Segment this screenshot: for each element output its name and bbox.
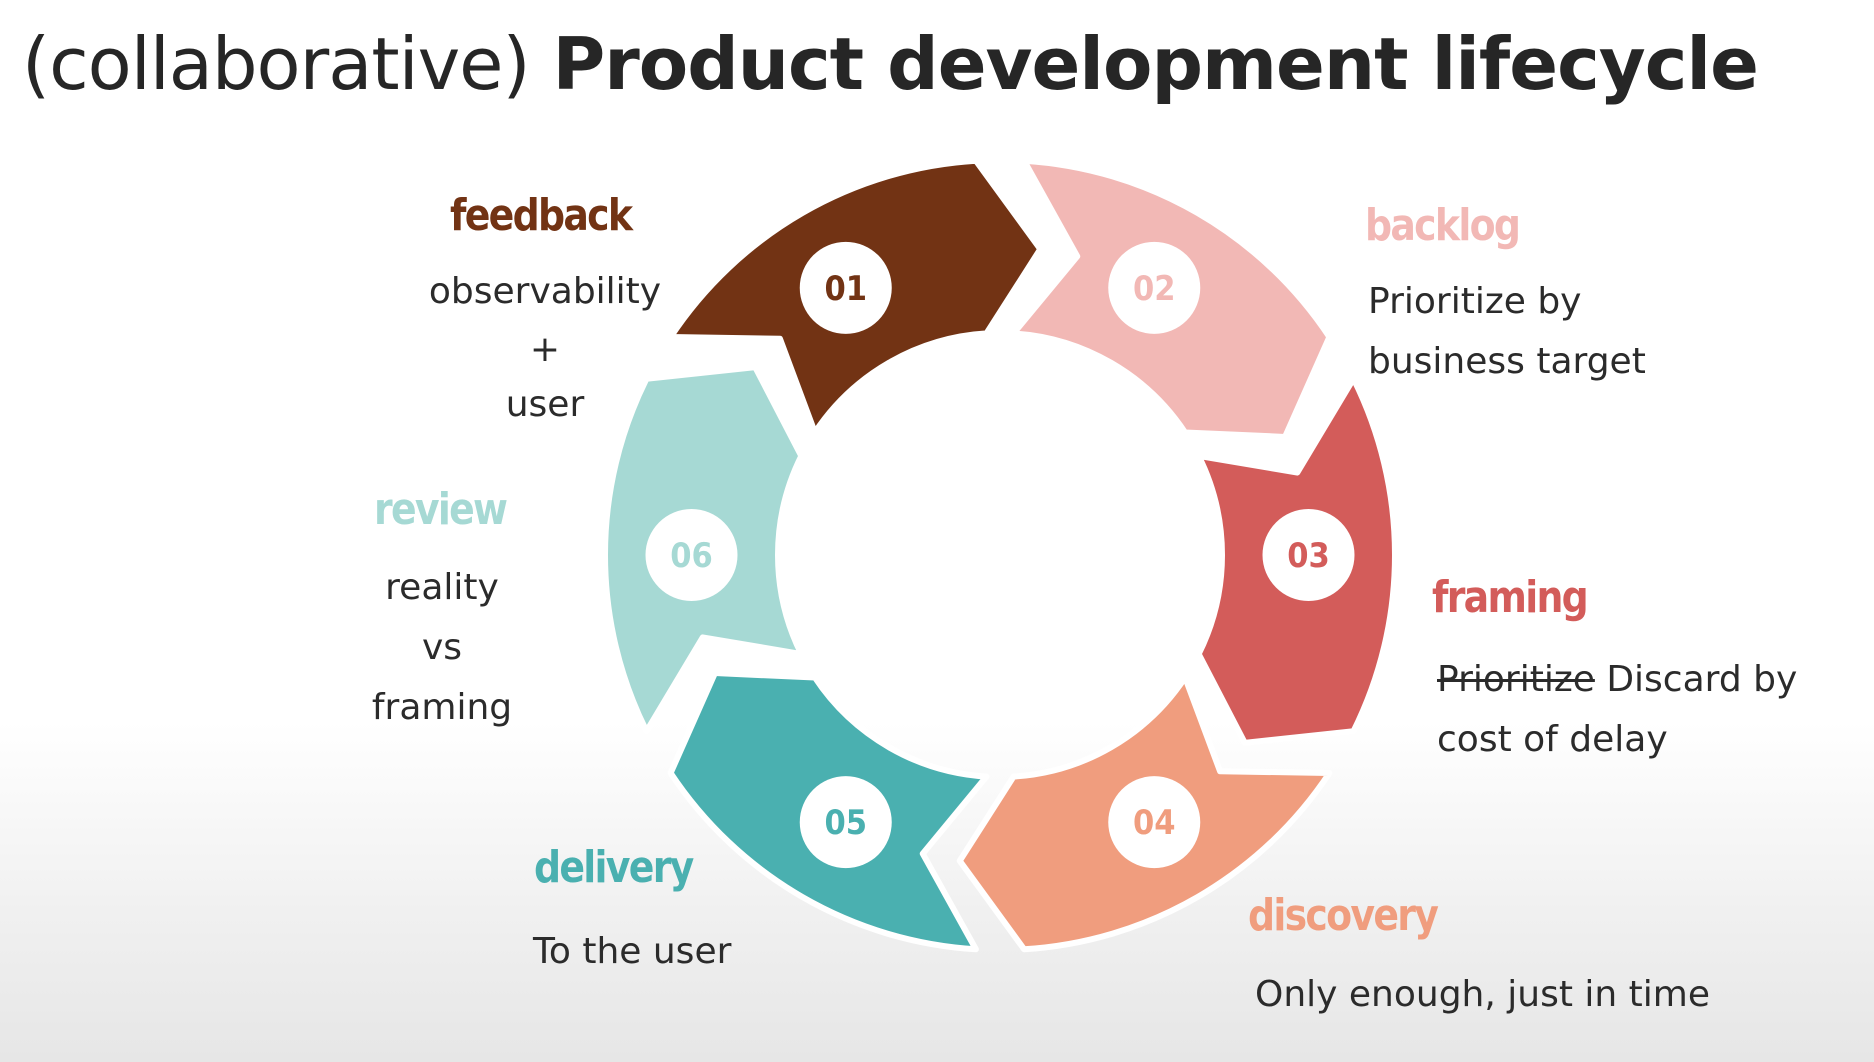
title-prefix: (collaborative): [22, 22, 531, 106]
stage-title-backlog: backlog: [1365, 200, 1521, 251]
badge-number-feedback: 01: [824, 269, 867, 309]
backlog-line-1: Prioritize by: [1368, 281, 1582, 322]
badge-number-delivery: 05: [824, 803, 867, 843]
badge-circle-delivery: [799, 776, 892, 869]
stage-desc-discovery: Only enough, just in time: [1255, 965, 1710, 1025]
stage-title-review: review: [374, 484, 508, 535]
framing-line-1: Prioritize Discard by: [1437, 650, 1797, 710]
badge-circle-framing: [1262, 509, 1355, 601]
stage-desc-feedback: observability + user: [420, 262, 670, 432]
review-line-3: framing: [371, 687, 513, 728]
stage-title-discovery: discovery: [1248, 890, 1439, 941]
framing-line-2: cost of delay: [1437, 719, 1668, 760]
badge-circle-discovery: [1108, 776, 1201, 869]
badge-circle-feedback: [799, 241, 892, 334]
review-line-1: reality: [385, 567, 499, 608]
framing-line-1-rest: Discard by: [1594, 659, 1798, 700]
title-main: Product development lifecycle: [552, 22, 1758, 106]
stage-title-delivery: delivery: [534, 842, 694, 893]
badge-number-backlog: 02: [1133, 269, 1176, 309]
stage-desc-delivery: To the user: [533, 922, 731, 982]
delivery-line-1: To the user: [533, 931, 732, 972]
feedback-line-1: observability: [428, 271, 662, 312]
backlog-line-2: business target: [1368, 341, 1646, 382]
discovery-line-1: Only enough, just in time: [1255, 974, 1710, 1015]
badge-circle-review: [645, 509, 738, 601]
badge-number-framing: 03: [1287, 536, 1330, 576]
page-title: (collaborative) Product development life…: [22, 14, 1759, 114]
stage-desc-framing: Prioritize Discard by cost of delay: [1437, 650, 1797, 770]
framing-strike-text: Prioritize: [1437, 659, 1595, 700]
badge-number-review: 06: [670, 536, 713, 576]
feedback-line-2: +: [529, 329, 561, 370]
feedback-line-3: user: [505, 384, 585, 425]
stage-title-framing: framing: [1432, 572, 1589, 623]
stage-title-feedback: feedback: [450, 190, 633, 241]
badge-circle-backlog: [1108, 241, 1201, 334]
review-line-2: vs: [421, 627, 463, 668]
stage-desc-review: reality vs framing: [342, 558, 542, 738]
stage-desc-backlog: Prioritize by business target: [1368, 272, 1646, 392]
badge-number-discovery: 04: [1133, 803, 1176, 843]
